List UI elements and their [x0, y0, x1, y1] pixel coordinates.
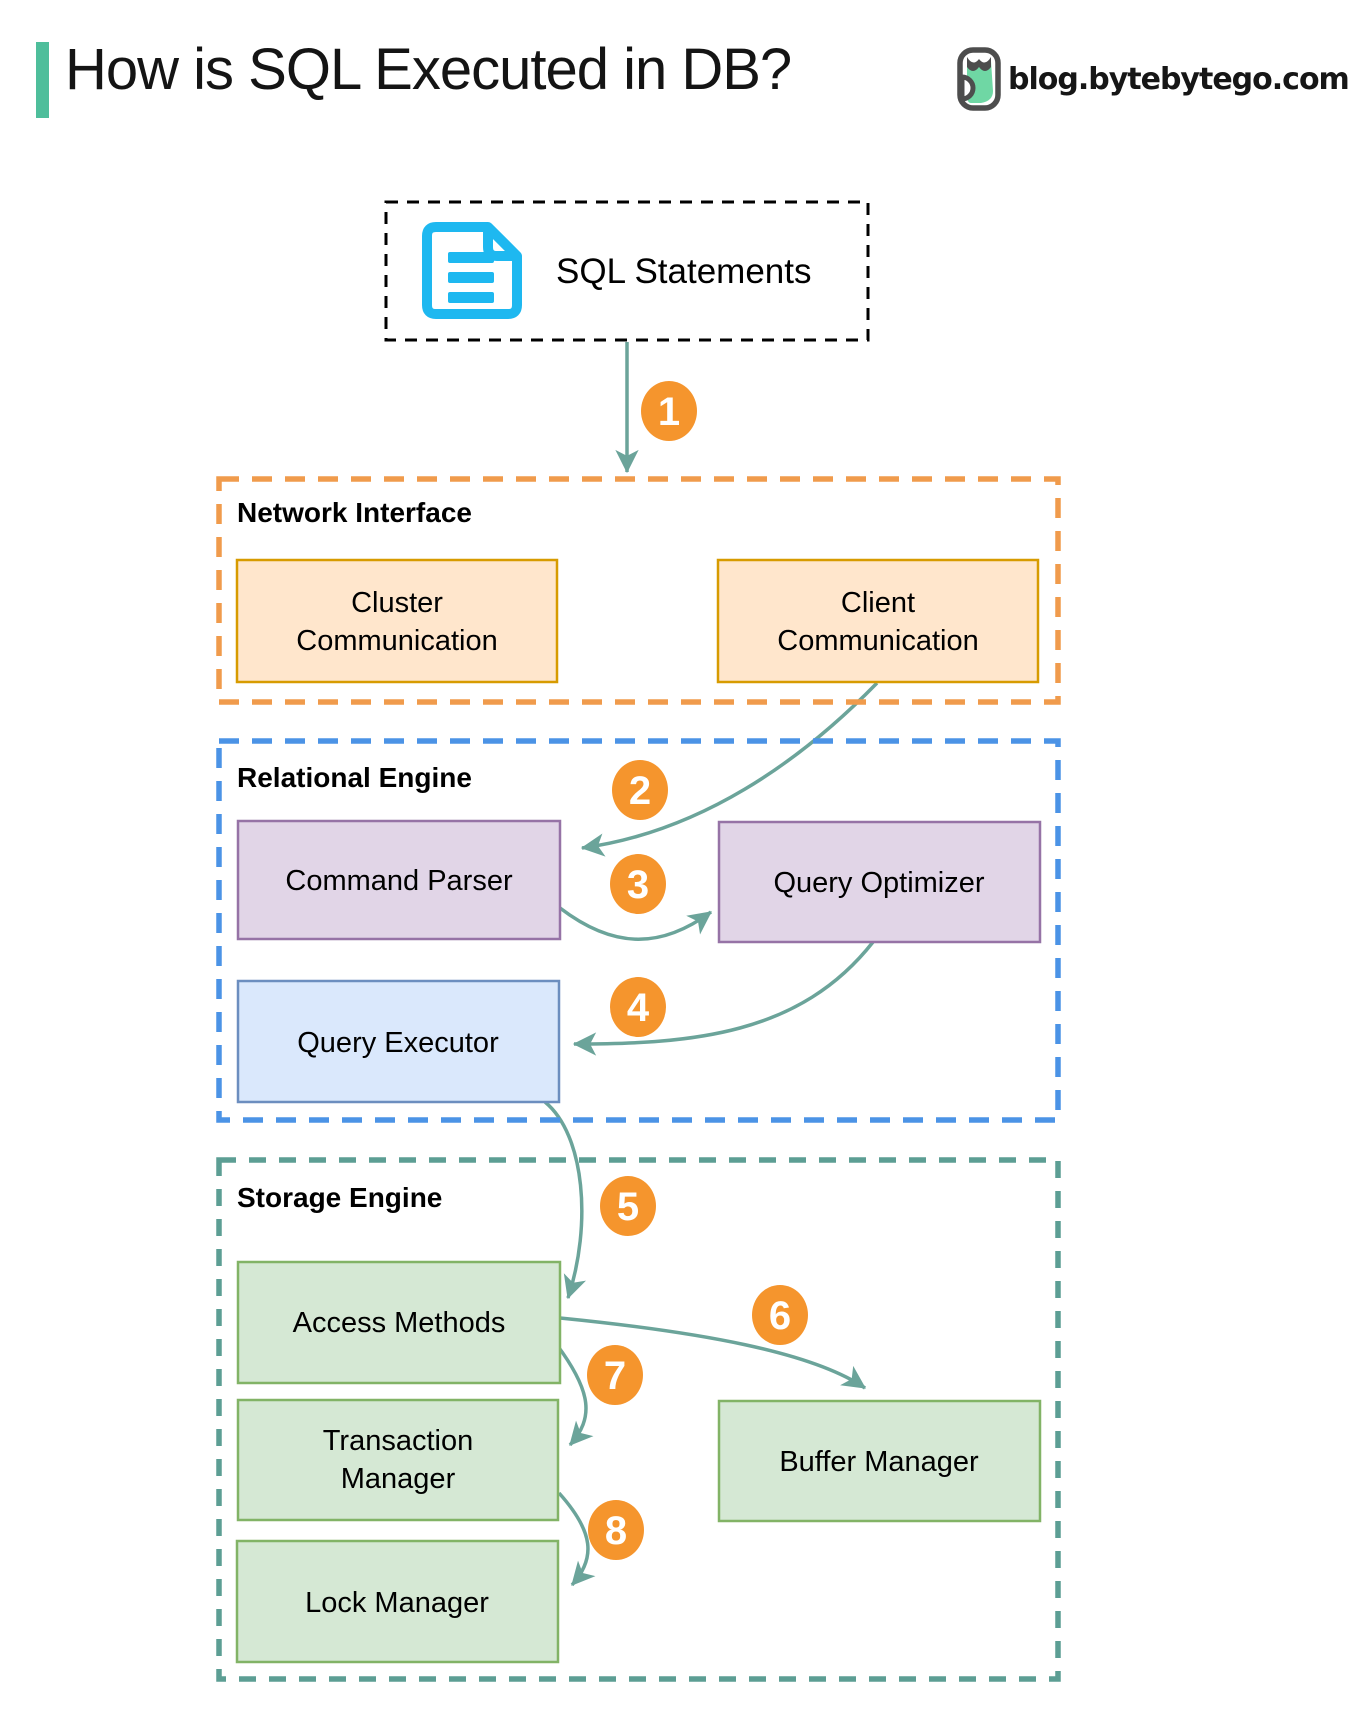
query-optimizer-label: Query Optimizer	[773, 867, 984, 899]
query-executor-node: Query Executor	[236, 979, 561, 1104]
sql-statements-label: SQL Statements	[556, 252, 812, 291]
sql-statements-node: SQL Statements	[384, 200, 870, 342]
client-communication-box	[716, 558, 1040, 684]
brand: blog.bytebytego.com	[957, 47, 1350, 111]
lock-manager-box	[235, 1539, 560, 1664]
storage-engine-section: Storage Engine Access Methods Transactio…	[216, 1157, 1061, 1682]
step-badge-3-number: 3	[627, 863, 649, 907]
step-badge-5-number: 5	[617, 1185, 639, 1229]
access-methods-node: Access Methods	[236, 1260, 562, 1385]
step-badge-7-circle	[587, 1345, 643, 1405]
query-optimizer-node: Query Optimizer	[717, 820, 1042, 944]
step-badge-2-circle	[612, 760, 668, 820]
arrow-step-4	[572, 940, 875, 1056]
step-badge-6: 6	[752, 1285, 808, 1345]
command-parser-node: Command Parser	[236, 819, 562, 941]
step-badge-2: 2	[612, 760, 668, 820]
step-badge-1-number: 1	[658, 390, 680, 434]
step-badge-6-circle	[752, 1285, 808, 1345]
step-badge-8: 8	[588, 1500, 644, 1560]
storage-engine-title: Storage Engine	[237, 1182, 442, 1213]
lock-manager-node: Lock Manager	[235, 1539, 560, 1664]
lock-manager-label: Lock Manager	[305, 1587, 489, 1619]
step-badge-8-number: 8	[605, 1509, 627, 1553]
page-title: How is SQL Executed in DB?	[65, 37, 792, 102]
relational-engine-section: Relational Engine Command Parser Query O…	[216, 738, 1061, 1123]
step-badge-1-circle	[641, 381, 697, 441]
step-badge-1: 1	[641, 381, 697, 441]
buffer-manager-box	[717, 1399, 1042, 1523]
arrow-step-7	[555, 1343, 594, 1447]
step-badge-7: 7	[587, 1345, 643, 1405]
transaction-manager-box	[236, 1398, 560, 1522]
arrow-step-2	[580, 681, 879, 857]
command-parser-box	[236, 819, 562, 941]
network-interface-title: Network Interface	[237, 497, 472, 528]
buffer-manager-label: Buffer Manager	[779, 1446, 979, 1478]
step-badge-5: 5	[600, 1176, 656, 1236]
query-executor-box	[236, 979, 561, 1104]
query-executor-label: Query Executor	[297, 1027, 499, 1059]
storage-engine-border	[216, 1157, 1061, 1682]
relational-engine-title: Relational Engine	[237, 762, 472, 793]
step-badge-6-number: 6	[769, 1294, 791, 1338]
step-badge-3: 3	[610, 854, 666, 914]
arrow-step-6	[559, 1316, 866, 1390]
arrow-step-3	[558, 906, 713, 941]
access-methods-box	[236, 1260, 562, 1385]
step-badge-4: 4	[610, 977, 666, 1037]
step-badge-8-circle	[588, 1500, 644, 1560]
step-badge-2-number: 2	[629, 769, 651, 813]
site-url: blog.bytebytego.com	[1008, 61, 1350, 97]
step-badge-3-circle	[610, 854, 666, 914]
buffer-manager-node: Buffer Manager	[717, 1399, 1042, 1523]
relational-engine-border	[216, 738, 1061, 1123]
sql-document-icon	[422, 222, 522, 319]
title-accent-bar	[36, 42, 49, 118]
step-badge-5-circle	[600, 1176, 656, 1236]
query-optimizer-box	[717, 820, 1042, 944]
step-badge-4-circle	[610, 977, 666, 1037]
command-parser-label: Command Parser	[285, 865, 513, 897]
bytebytego-logo-icon	[957, 47, 1001, 111]
step-badge-7-number: 7	[604, 1354, 626, 1398]
arrow-step-5	[543, 1100, 586, 1300]
step-badge-4-number: 4	[627, 986, 650, 1030]
cluster-communication-box	[235, 558, 559, 684]
access-methods-label: Access Methods	[293, 1307, 506, 1339]
arrow-step-8	[557, 1491, 596, 1587]
